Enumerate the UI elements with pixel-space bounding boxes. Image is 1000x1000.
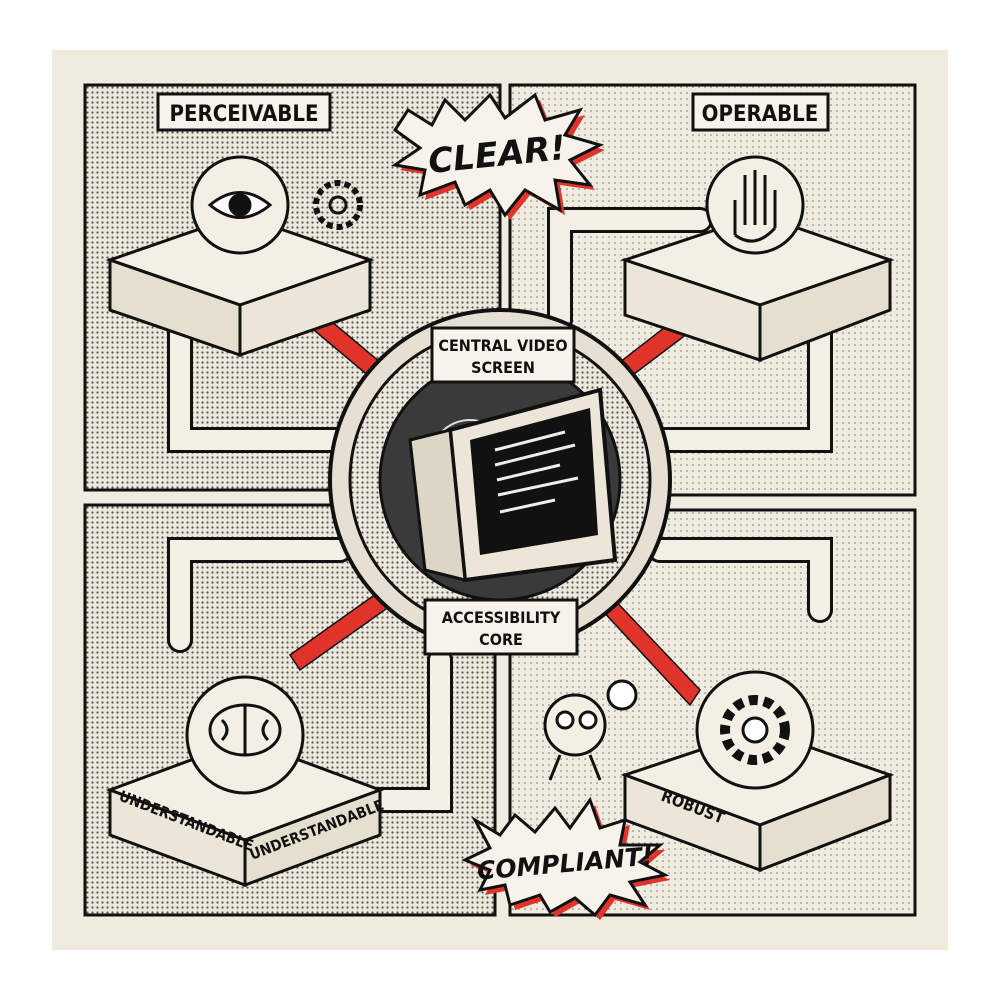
- gear-icon-small: [313, 180, 363, 230]
- brain-icon: [208, 703, 282, 757]
- clear-burst: CLEAR!: [391, 92, 605, 220]
- svg-text:SCREEN: SCREEN: [471, 358, 535, 377]
- svg-text:ACCESSIBILITY: ACCESSIBILITY: [442, 608, 561, 627]
- eye-icon: [207, 191, 273, 219]
- svg-text:OPERABLE: OPERABLE: [702, 102, 819, 127]
- perceivable-label: PERCEIVABLE: [156, 92, 332, 132]
- compliant-burst: COMPLIANT!: [461, 796, 670, 920]
- gear-icon: [720, 695, 790, 765]
- hand-icon: [733, 170, 777, 243]
- central-video-screen: [408, 387, 618, 583]
- central-video-screen-label: CENTRAL VIDEO SCREEN: [430, 326, 576, 384]
- robot-mascot: [543, 679, 638, 781]
- svg-text:CENTRAL VIDEO: CENTRAL VIDEO: [438, 336, 567, 355]
- svg-text:PERCEIVABLE: PERCEIVABLE: [169, 102, 318, 127]
- accessibility-core-label: ACCESSIBILITY CORE: [423, 598, 579, 656]
- svg-text:CORE: CORE: [479, 630, 523, 649]
- operable-label: OPERABLE: [691, 92, 830, 132]
